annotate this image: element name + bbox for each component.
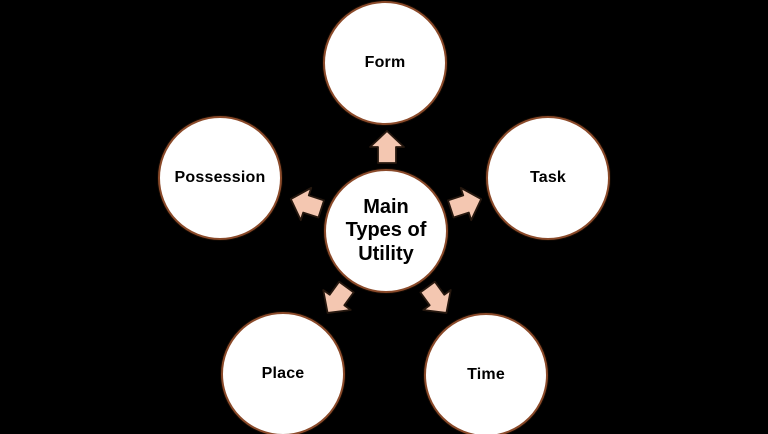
node-task: Task	[486, 116, 610, 240]
node-form: Form	[323, 1, 447, 125]
arrow-to-place-icon	[322, 280, 355, 314]
node-possession: Possession	[158, 116, 282, 240]
center-label-line-1: Main	[363, 195, 409, 218]
node-form-label: Form	[364, 54, 406, 71]
node-time-label: Time	[467, 366, 505, 383]
arrow-to-time-icon	[419, 280, 452, 314]
arrow-to-form-icon	[369, 130, 405, 164]
node-center: Main Types of Utility	[324, 169, 448, 293]
node-place-label: Place	[261, 365, 305, 382]
center-node-label: Main Types of Utility	[346, 196, 427, 267]
node-place: Place	[221, 312, 345, 434]
node-task-label: Task	[529, 169, 567, 186]
node-possession-label: Possession	[174, 169, 266, 186]
node-time: Time	[424, 313, 548, 434]
arrow-to-task-icon	[447, 186, 483, 222]
center-label-line-3: Utility	[358, 242, 414, 265]
center-label-line-2: Types of	[345, 219, 427, 242]
arrow-to-possession-icon	[289, 186, 325, 222]
